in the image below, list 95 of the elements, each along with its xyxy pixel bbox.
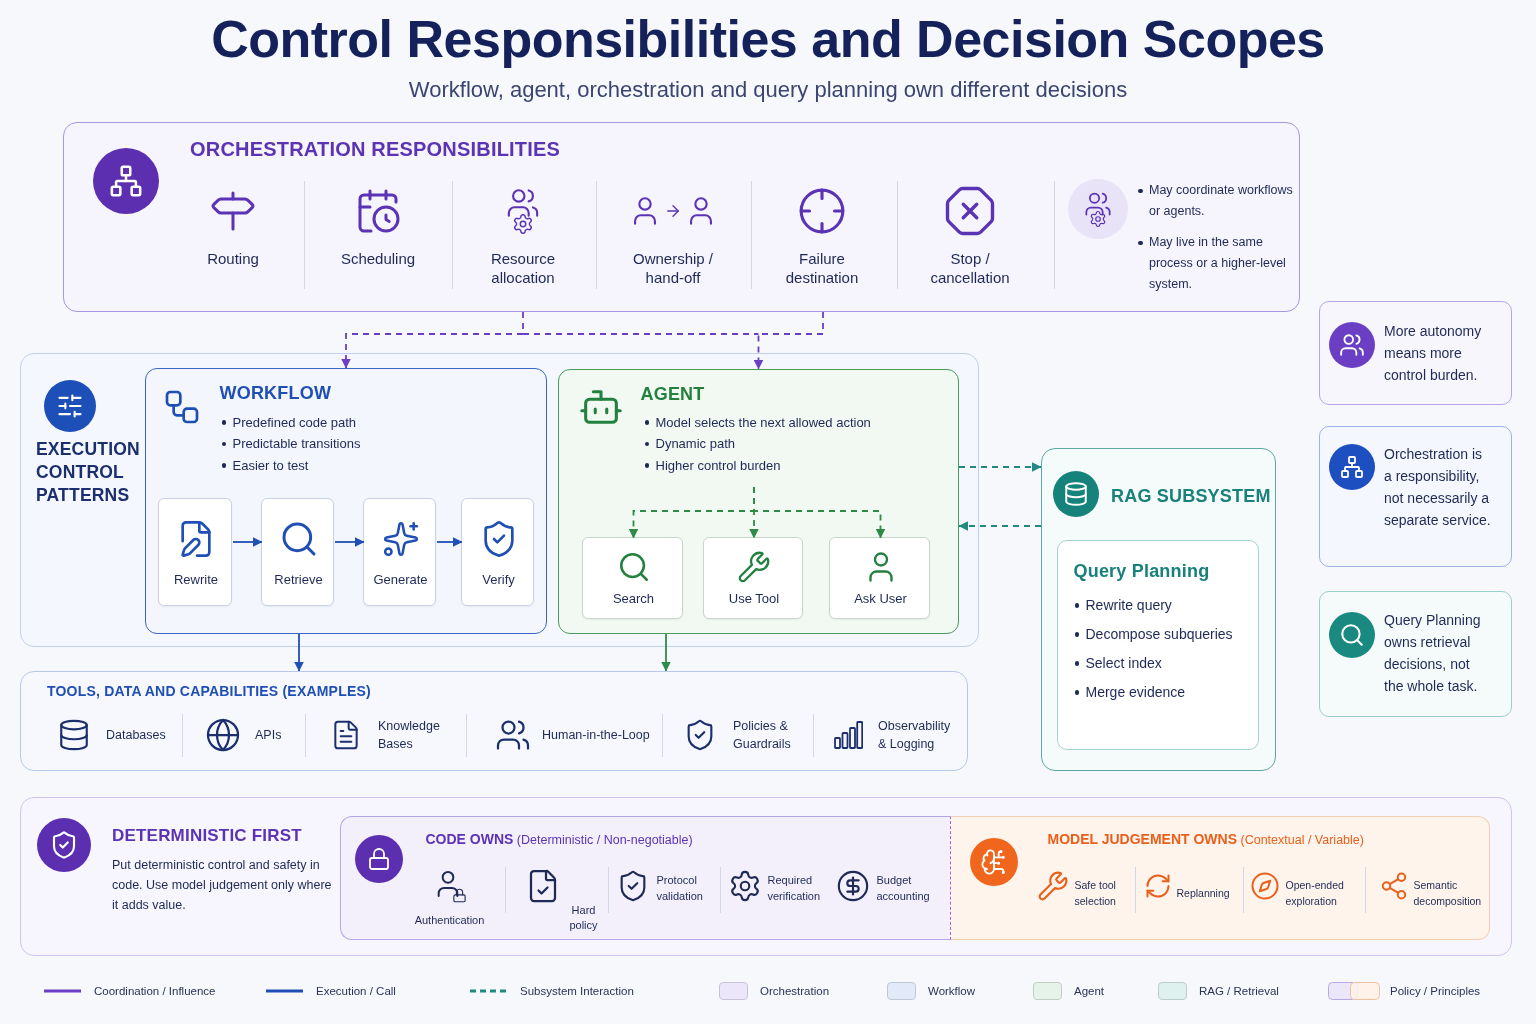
action-box <box>829 537 930 619</box>
arrow <box>341 311 524 369</box>
item-label: Required verification <box>767 872 822 904</box>
subtitle: Workflow, agent, orchestration and query planning own different decisions <box>408 76 1128 104</box>
agent-box <box>557 368 959 634</box>
step-box <box>261 498 334 606</box>
capability-label: Human-in-the-Loop <box>542 727 650 744</box>
panel-heading: ORCHESTRATION RESPONSIBILITIES <box>190 137 561 161</box>
arrow <box>436 537 463 547</box>
legend-label: Orchestration <box>760 985 830 997</box>
bullet-text: Higher control burden <box>643 454 781 476</box>
panel-heading: DETERMINISTIC FIRST <box>112 825 302 847</box>
legend-label: Execution / Call <box>316 985 396 997</box>
legend-label: RAG / Retrieval <box>1199 985 1279 997</box>
bullet-text: Dynamic path <box>643 433 735 455</box>
bullet-text: Predefined code path <box>220 411 357 433</box>
bullet-text: Model selects the next allowed action <box>643 411 871 433</box>
arrow <box>753 311 824 370</box>
principles-panel <box>20 797 1512 956</box>
item-label: Budget accounting <box>876 872 931 904</box>
execution-panel <box>20 353 979 647</box>
bullet-text: Predictable transitions <box>220 433 361 455</box>
item-label: Protocol validation <box>656 872 704 904</box>
capability-label: APIs <box>255 727 282 744</box>
code-owns-panel <box>339 815 950 940</box>
panel-heading: CODE OWNS (Deterministic / Non-negotiable) <box>425 829 693 849</box>
box-heading: AGENT <box>640 382 705 406</box>
responsibility-label: Resource allocation <box>489 249 557 287</box>
note-text: More autonomy means more control burden. <box>1384 322 1483 385</box>
step-box <box>158 498 232 606</box>
capability-label: Observability & Logging <box>878 718 952 753</box>
legend-label: Subsystem Interaction <box>520 985 634 997</box>
responsibility-label: Failure destination <box>784 249 860 287</box>
bullet-text: Rewrite query <box>1073 590 1172 620</box>
planning-box <box>1056 539 1259 750</box>
arrow <box>753 486 886 539</box>
arrow <box>958 462 1042 472</box>
responsibility-label: Scheduling <box>340 249 416 268</box>
item-label: Semantic decomposition <box>1413 877 1483 909</box>
arrow <box>661 633 671 672</box>
responsibility-label: Stop / cancellation <box>929 249 1011 287</box>
step-label: Rewrite <box>173 571 219 589</box>
step-label: Search <box>612 590 655 608</box>
item-label: Hard policy <box>568 902 599 933</box>
note-text: Query Planning owns retrieval decisions, not the whole task. <box>1384 611 1482 696</box>
arrow <box>294 633 304 672</box>
step-box <box>363 498 436 606</box>
note-card <box>1319 426 1512 567</box>
note-text: Orchestration is a responsibility, not necessarily a separate service. <box>1384 445 1492 530</box>
legend-label: Workflow <box>928 985 976 997</box>
step-label: Retrieve <box>274 571 323 589</box>
box-heading: WORKFLOW <box>219 381 332 405</box>
bullet-text: Easier to test <box>220 454 309 476</box>
orchestration-panel <box>63 122 1300 312</box>
capabilities-panel <box>20 671 968 771</box>
legend-label: Coordination / Influence <box>94 985 216 997</box>
panel-heading: EXECUTION CONTROL PATTERNS <box>36 438 141 507</box>
bullet-text: Decompose subqueries <box>1073 619 1233 649</box>
item-label: Safe tool selection <box>1074 877 1117 909</box>
panel-heading: TOOLS, DATA AND CAPABILITIES (EXAMPLES) <box>47 682 371 701</box>
bullet-text: Select index <box>1073 648 1162 678</box>
step-box <box>461 498 534 606</box>
item-label: Open-ended exploration <box>1285 877 1345 909</box>
box-heading: Query Planning <box>1073 559 1210 583</box>
capability-label: Policies & Guardrails <box>733 718 792 753</box>
panel-heading: RAG SUBSYSTEM <box>1111 485 1271 508</box>
bullet-text: Merge evidence <box>1073 677 1186 707</box>
capability-label: Knowledge Bases <box>378 718 441 753</box>
note-card <box>1319 301 1512 405</box>
step-label: Verify <box>482 571 515 589</box>
arrow <box>334 537 365 547</box>
action-box <box>703 537 803 619</box>
note-card <box>1319 591 1512 717</box>
model-owns-panel <box>949 815 1490 940</box>
bullet-text: May live in the same process or a higher-level system. <box>1137 232 1293 295</box>
panel-heading: MODEL JUDGEMENT OWNS (Contextual / Variable) <box>1047 829 1364 849</box>
item-label: Replanning <box>1176 885 1230 901</box>
responsibility-label: Ownership / hand-off <box>631 249 714 287</box>
action-box <box>582 537 683 619</box>
step-label: Ask User <box>854 590 907 608</box>
arrow <box>232 537 263 547</box>
bullet-text: May coordinate workflows or agents. <box>1137 180 1293 222</box>
step-label: Use Tool <box>728 590 780 608</box>
connector-line <box>522 333 760 335</box>
arrow <box>958 521 1042 531</box>
capability-label: Databases <box>106 727 166 744</box>
responsibility-label: Routing <box>207 249 259 268</box>
legend-label: Policy / Principles <box>1390 985 1481 997</box>
principle-text: Put deterministic control and safety in code. Use model judgement only where it adds value. <box>112 857 333 914</box>
step-label: Generate <box>373 571 428 589</box>
title: Control Responsibilities and Decision Scopes <box>211 9 1325 70</box>
subsystem-panel <box>1041 448 1276 771</box>
workflow-box <box>144 367 547 634</box>
legend-label: Agent <box>1074 985 1105 997</box>
item-label: Authentication <box>414 912 485 928</box>
